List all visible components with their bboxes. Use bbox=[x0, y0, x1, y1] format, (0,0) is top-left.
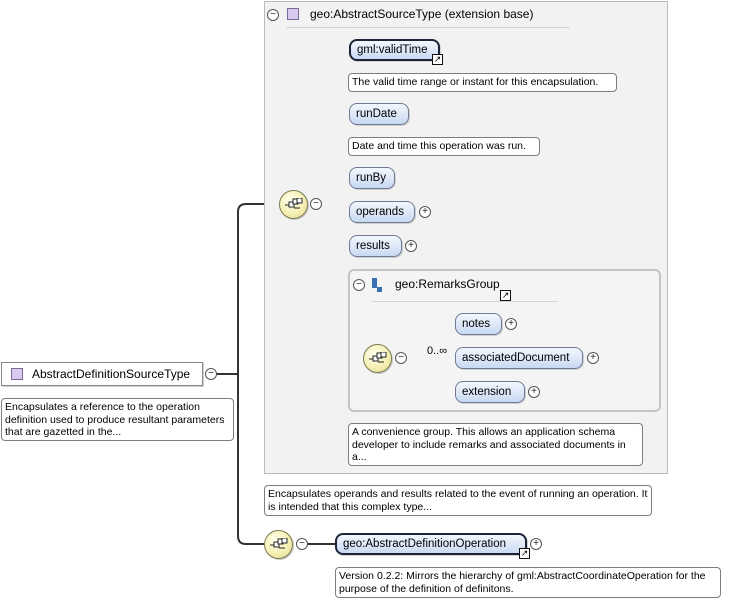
wire-trunk bbox=[237, 203, 279, 374]
occurrence-label: 0..∞ bbox=[427, 345, 448, 357]
element-operands[interactable]: operands bbox=[349, 201, 415, 223]
remarks-group-annotation: A convenience group. This allows an appl… bbox=[348, 423, 643, 466]
sequence-icon bbox=[270, 538, 288, 549]
expand-extension-icon[interactable]: + bbox=[528, 386, 540, 398]
collapse-root-icon[interactable]: − bbox=[205, 368, 217, 380]
element-run-date[interactable]: runDate bbox=[349, 103, 409, 125]
expand-notes-icon[interactable]: + bbox=[505, 318, 517, 330]
expand-operands-icon[interactable]: + bbox=[419, 206, 431, 218]
element-valid-time[interactable]: gml:validTime bbox=[349, 39, 440, 61]
lower-sequence-compositor[interactable] bbox=[264, 530, 293, 559]
element-abstract-definition-operation[interactable]: geo:AbstractDefinitionOperation bbox=[335, 533, 527, 555]
model-group-icon bbox=[372, 278, 386, 292]
element-notes[interactable]: notes bbox=[455, 313, 502, 335]
expand-results-icon[interactable]: + bbox=[405, 240, 417, 252]
sequence-icon bbox=[285, 198, 303, 209]
extension-annotation: Encapsulates operands and results relate… bbox=[264, 485, 652, 516]
remarks-group-reference-icon[interactable]: ↗ bbox=[500, 290, 511, 301]
expand-definition-operation-icon[interactable]: + bbox=[530, 538, 542, 550]
expand-associated-document-icon[interactable]: + bbox=[587, 352, 599, 364]
valid-time-reference-icon[interactable]: ↗ bbox=[432, 54, 443, 65]
complex-type-icon bbox=[11, 368, 23, 380]
collapse-remarks-sequence-icon[interactable]: − bbox=[395, 352, 407, 364]
remarks-group-title: geo:RemarksGroup bbox=[395, 277, 500, 291]
element-results[interactable]: results bbox=[349, 235, 402, 257]
collapse-lower-sequence-icon[interactable]: − bbox=[296, 538, 308, 550]
remarks-header-divider bbox=[372, 301, 558, 302]
definition-operation-reference-icon[interactable]: ↗ bbox=[519, 548, 530, 559]
root-type-name: AbstractDefinitionSourceType bbox=[32, 367, 191, 381]
complex-type-icon bbox=[287, 8, 299, 20]
root-annotation: Encapsulates a reference to the operatio… bbox=[1, 398, 234, 441]
collapse-sequence-icon[interactable]: − bbox=[310, 198, 322, 210]
element-extension[interactable]: extension bbox=[455, 381, 525, 403]
run-date-annotation: Date and time this operation was run. bbox=[348, 137, 540, 156]
collapse-extension-icon[interactable]: − bbox=[267, 9, 279, 21]
valid-time-annotation: The valid time range or instant for this… bbox=[348, 73, 617, 92]
root-complex-type[interactable]: AbstractDefinitionSourceType bbox=[1, 362, 203, 386]
definition-operation-annotation: Version 0.2.2: Mirrors the hierarchy of … bbox=[335, 567, 721, 598]
remarks-sequence-compositor[interactable] bbox=[363, 344, 392, 373]
wire-trunk-lower bbox=[237, 374, 264, 545]
sequence-compositor[interactable] bbox=[279, 190, 308, 219]
collapse-remarks-group-icon[interactable]: − bbox=[353, 279, 365, 291]
element-run-by[interactable]: runBy bbox=[349, 167, 395, 189]
extension-base-title: geo:AbstractSourceType (extension base) bbox=[310, 7, 534, 21]
header-divider bbox=[286, 27, 570, 28]
sequence-icon bbox=[369, 352, 387, 363]
element-associated-document[interactable]: associatedDocument bbox=[455, 347, 583, 369]
